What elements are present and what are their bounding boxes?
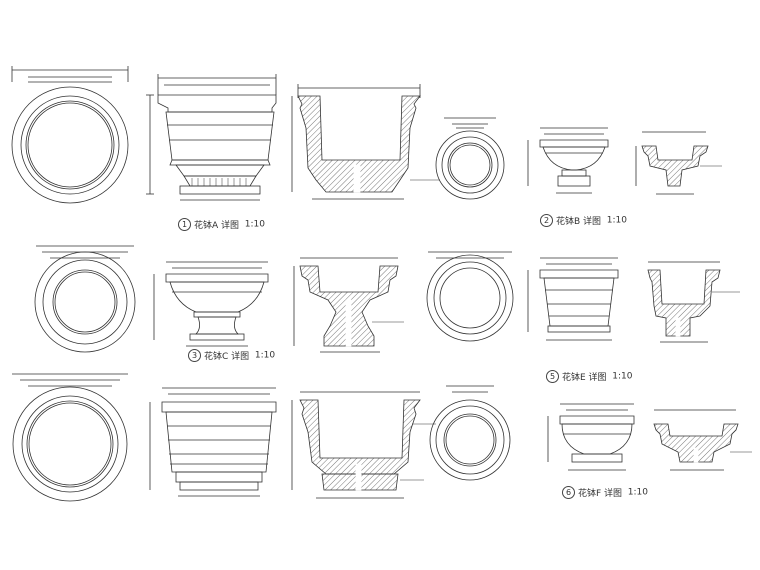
- plan-view-d: [12, 373, 128, 502]
- plan-view-b: [435, 117, 505, 200]
- elevation-view-f: [547, 403, 635, 471]
- elevation-view-a: [146, 74, 277, 201]
- section-view-b: [635, 131, 722, 195]
- section-view-c: [293, 257, 404, 353]
- section-view-d: [291, 391, 436, 499]
- section-view-f: [653, 409, 752, 471]
- elevation-view-c: [153, 261, 269, 347]
- elevation-view-b: [527, 127, 609, 194]
- plan-view-e: [426, 251, 514, 342]
- elevation-view-d: [149, 387, 277, 497]
- elevation-view-e: [527, 257, 619, 341]
- plan-view-a: [11, 66, 129, 204]
- section-view-a: [291, 84, 440, 200]
- section-view-e: [647, 261, 740, 343]
- plan-view-f: [429, 385, 511, 481]
- plan-view-c: [34, 245, 136, 353]
